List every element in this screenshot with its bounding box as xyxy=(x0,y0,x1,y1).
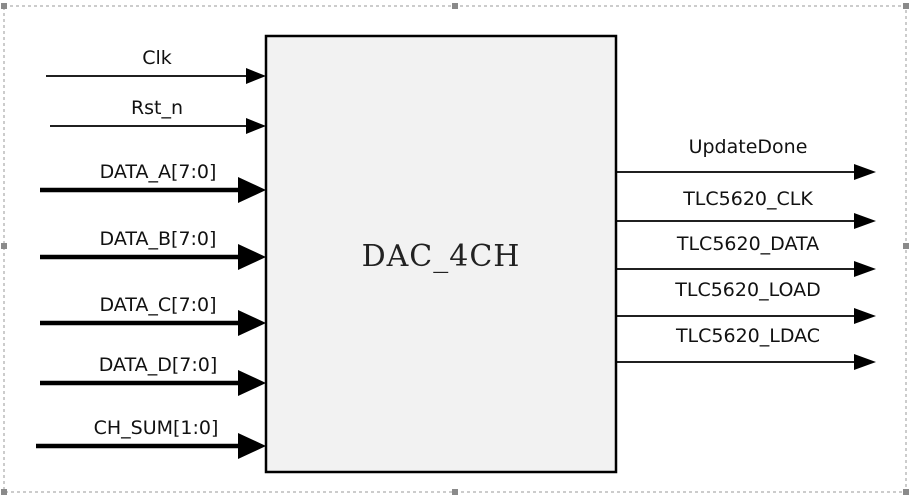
output-arrowhead-tlc5620-data xyxy=(854,261,876,277)
output-label-tlc5620-ldac: TLC5620_LDAC xyxy=(675,325,820,347)
input-port-data-c: DATA_C[7:0] xyxy=(40,294,266,336)
output-port-tlc5620-ldac: TLC5620_LDAC xyxy=(616,325,876,370)
input-port-data-d: DATA_D[7:0] xyxy=(40,354,266,396)
output-arrowhead-update-done xyxy=(854,164,876,180)
input-arrowhead-clk xyxy=(246,68,266,84)
output-port-tlc5620-clk: TLC5620_CLK xyxy=(616,188,876,229)
output-label-update-done: UpdateDone xyxy=(689,136,808,158)
output-arrowhead-tlc5620-load xyxy=(854,308,876,324)
input-port-data-b: DATA_B[7:0] xyxy=(40,228,266,270)
output-port-tlc5620-data: TLC5620_DATA xyxy=(616,233,876,277)
input-port-ch-sum: CH_SUM[1:0] xyxy=(36,417,266,459)
output-arrowhead-tlc5620-ldac xyxy=(854,354,876,370)
output-label-tlc5620-data: TLC5620_DATA xyxy=(676,233,819,255)
input-port-data-a: DATA_A[7:0] xyxy=(40,161,266,203)
input-label-data-c: DATA_C[7:0] xyxy=(99,294,216,316)
input-port-rst: Rst_n xyxy=(50,97,266,134)
output-label-tlc5620-clk: TLC5620_CLK xyxy=(682,188,813,210)
input-arrowhead-data-a xyxy=(238,177,266,203)
input-label-data-a: DATA_A[7:0] xyxy=(100,161,217,183)
output-arrowhead-tlc5620-clk xyxy=(854,213,876,229)
input-label-data-b: DATA_B[7:0] xyxy=(100,228,217,250)
frame-handles xyxy=(1,3,909,495)
output-port-update-done: UpdateDone xyxy=(616,136,876,180)
input-arrowhead-rst xyxy=(246,118,266,134)
input-arrowhead-data-c xyxy=(238,310,266,336)
input-label-ch-sum: CH_SUM[1:0] xyxy=(94,417,219,439)
dac-block xyxy=(264,34,618,474)
output-label-tlc5620-load: TLC5620_LOAD xyxy=(674,279,820,301)
input-arrowhead-data-d xyxy=(238,370,266,396)
input-arrowhead-ch-sum xyxy=(238,433,266,459)
input-port-clk: Clk xyxy=(46,47,266,84)
output-port-tlc5620-load: TLC5620_LOAD xyxy=(616,279,876,324)
input-label-data-d: DATA_D[7:0] xyxy=(99,354,217,376)
input-label-clk: Clk xyxy=(142,47,172,69)
input-arrowhead-data-b xyxy=(238,244,266,270)
input-label-rst: Rst_n xyxy=(131,97,183,119)
block-title: DAC_4CH xyxy=(362,239,521,274)
